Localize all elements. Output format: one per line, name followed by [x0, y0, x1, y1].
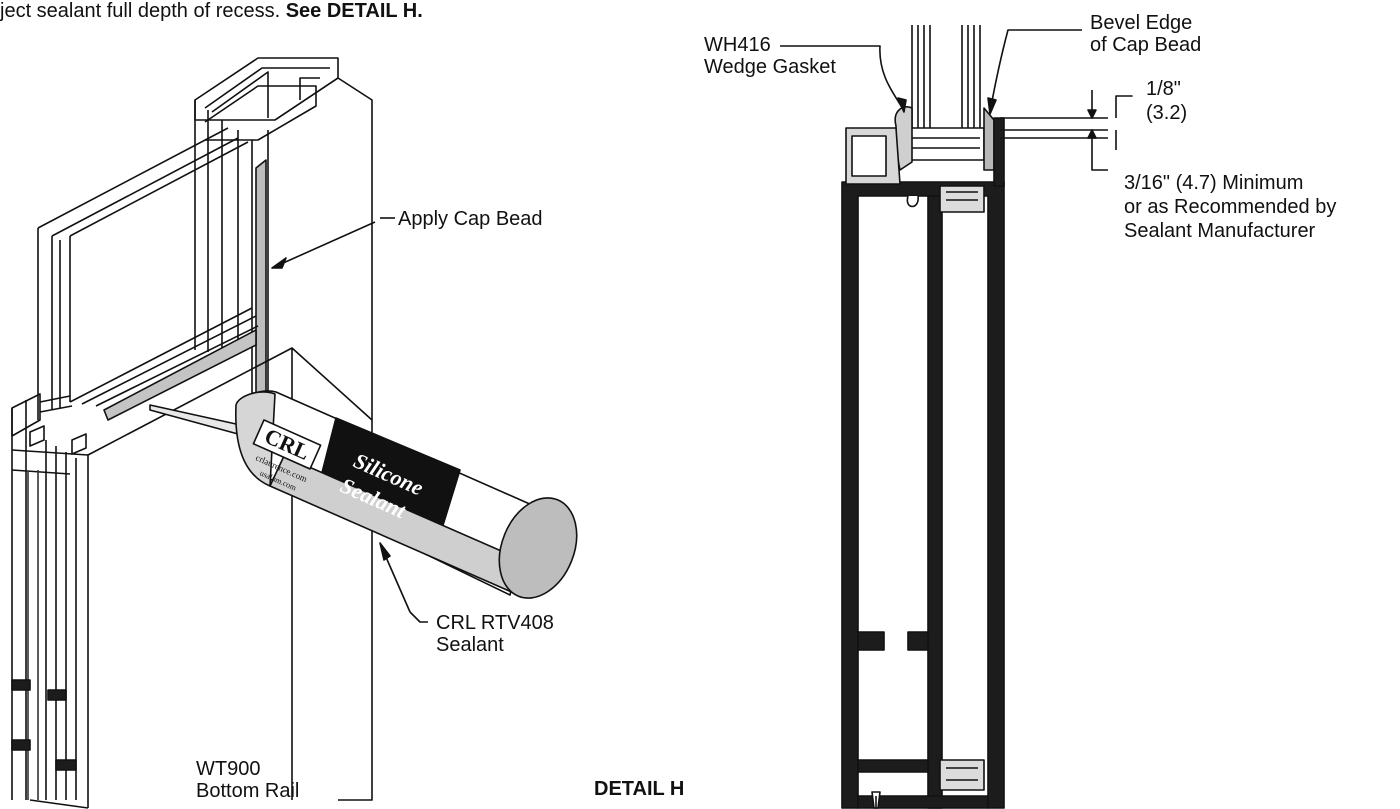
label-dim1-1: 1/8" — [1146, 78, 1181, 100]
label-bevel-2: of Cap Bead — [1090, 34, 1202, 56]
label-bevel-1: Bevel Edge — [1090, 12, 1193, 34]
label-apply-cap-bead: Apply Cap Bead — [398, 208, 543, 230]
label-dim2-2: or as Recommended by — [1124, 196, 1337, 218]
sealant-tube: CRL crlaurence.com usalum.com Silicone S… — [149, 390, 578, 623]
label-dim2-1: 3/16" (4.7) Minimum — [1124, 172, 1304, 194]
detail-title: DETAIL H — [594, 778, 685, 800]
header-note: ject sealant full depth of recess. See D… — [0, 0, 423, 22]
header-ref: See DETAIL H. — [285, 0, 423, 22]
label-rail-1: WT900 — [196, 758, 261, 780]
label-gasket-2: Wedge Gasket — [704, 56, 836, 78]
label-sealant-2: Sealant — [436, 634, 504, 656]
detail-h-section — [780, 25, 1133, 809]
label-sealant-1: CRL RTV408 — [436, 612, 554, 634]
label-rail-2: Bottom Rail — [196, 780, 300, 802]
label-dim2-3: Sealant Manufacturer — [1124, 220, 1316, 242]
header-lead: ject sealant full depth of recess. — [0, 0, 281, 22]
label-gasket-1: WH416 — [704, 34, 771, 56]
label-dim1-2: (3.2) — [1146, 102, 1188, 124]
